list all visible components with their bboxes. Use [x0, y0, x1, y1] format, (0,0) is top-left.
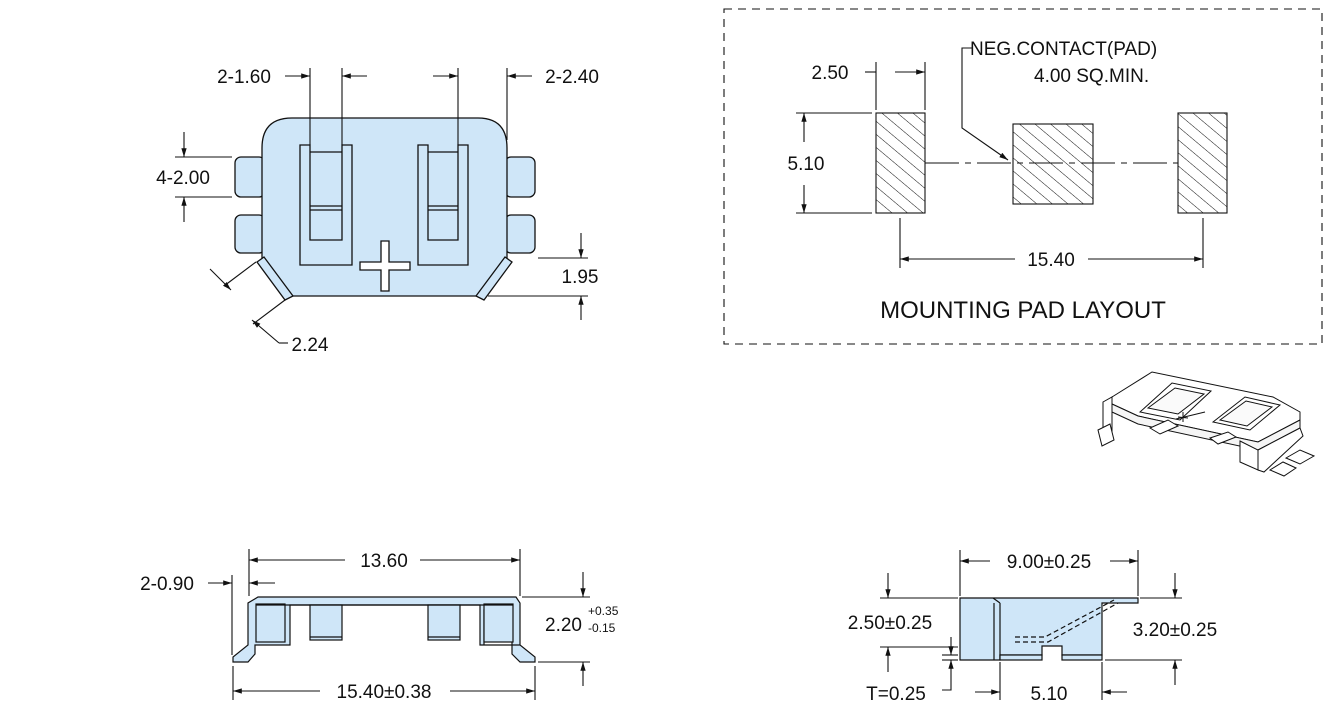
pad-layout-border: [723, 8, 1323, 345]
dim-side-base: 5.10: [1031, 684, 1068, 705]
isometric-view: [1097, 371, 1316, 477]
side-view-dimensions: [880, 550, 1182, 700]
left-chamfer-flange: [256, 256, 294, 301]
dim-pin-width: 2-1.60: [217, 67, 271, 88]
dim-front-tol-plus: +0.35: [588, 604, 619, 618]
dim-front-inner: 13.60: [360, 551, 408, 572]
top-view: [234, 117, 536, 301]
center-neg-pad: [1012, 123, 1094, 205]
dim-side-width: 9.00±0.25: [1007, 552, 1091, 573]
right-tab-upper: [504, 156, 536, 198]
front-view-dimensions: [208, 549, 590, 700]
front-contact-left: [309, 604, 343, 641]
dim-pad-height: 5.10: [788, 154, 825, 175]
plus-marking: [359, 240, 411, 292]
dim-front-lead: 2-0.90: [140, 574, 194, 595]
front-view: [232, 596, 536, 663]
dim-front-height: 2.20: [545, 615, 582, 636]
callout-line-2: 4.00 SQ.MIN.: [1034, 66, 1149, 87]
left-tab-lower: [234, 214, 266, 254]
side-hidden-contact: [1015, 599, 1119, 643]
top-view-dimensions: [175, 68, 588, 344]
right-chamfer-flange: [475, 256, 513, 301]
callout-leader: [961, 47, 1009, 161]
dim-side-thickness: T=0.25: [866, 684, 926, 705]
dim-chamfer: 2.24: [292, 335, 329, 356]
callout-line-1: NEG.CONTACT(PAD): [970, 39, 1157, 60]
left-pad: [875, 112, 926, 214]
right-pad: [1177, 112, 1228, 214]
dim-lower-height: 1.95: [562, 267, 599, 288]
dim-side-height-left: 2.50±0.25: [848, 613, 932, 634]
pad-layout-title: MOUNTING PAD LAYOUT: [880, 297, 1166, 324]
dim-pad-width: 2.50: [812, 63, 849, 84]
front-contact-right: [427, 604, 461, 641]
pad-layout-panel: [723, 8, 1323, 345]
dim-pad-pitch: 15.40: [1027, 250, 1075, 271]
dim-side-height-right: 3.20±0.25: [1133, 620, 1217, 641]
dim-right-width: 2-2.40: [545, 67, 599, 88]
dim-front-tol-minus: -0.15: [588, 621, 616, 635]
dim-tab-height: 4-2.00: [156, 168, 210, 189]
side-view: [959, 597, 1139, 661]
right-tab-lower: [504, 214, 536, 254]
left-tab-upper: [234, 156, 266, 198]
dim-front-overall: 15.40±0.38: [337, 682, 432, 703]
